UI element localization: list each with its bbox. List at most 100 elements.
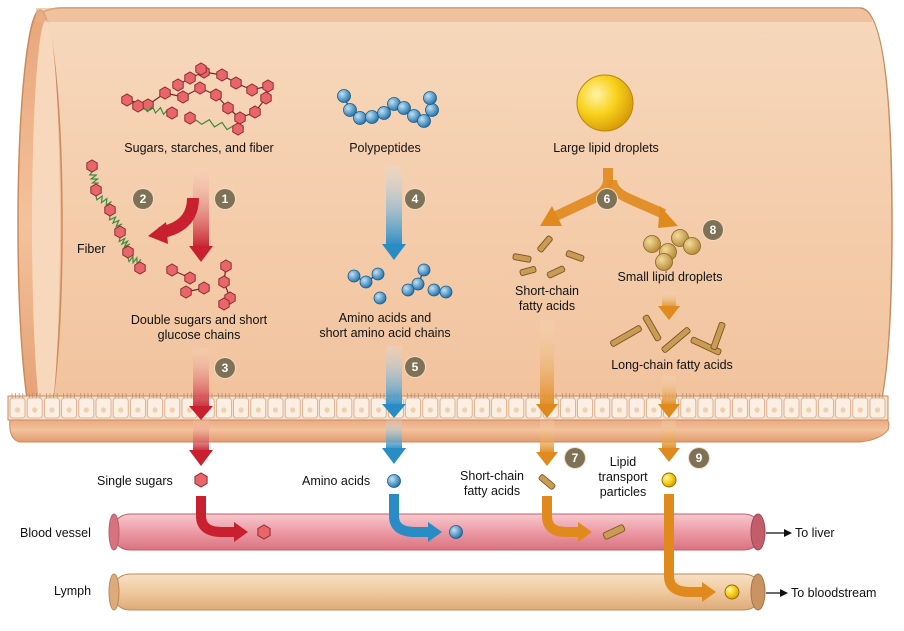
glucose-hex [184,271,196,285]
starch-hex [177,90,189,104]
villus-nucleus [49,407,55,413]
lymph-vessel [108,573,766,611]
amino-bead [417,114,431,128]
long-chain-rod [690,336,722,356]
starch-hex [121,93,133,107]
villus-nucleus [221,407,227,413]
short-chain-rod [565,250,585,262]
fiber-hex [134,261,146,275]
long-chain-rod [610,325,642,347]
lipid-arrow-into-lymph [664,494,716,602]
villus-nucleus [255,407,261,413]
fiber-link [95,194,112,207]
small-lipid-droplet [683,237,701,255]
label-small-lipid-droplets: Small lipid droplets [617,270,723,284]
villus-nucleus [410,407,416,413]
starch-hex [249,105,261,119]
villus-nucleus [720,407,726,413]
glucose-hex [198,281,210,295]
amino-bead [371,267,385,281]
blood-amino-bead [449,525,463,539]
villus-nucleus [840,407,846,413]
glucose-hex [218,275,230,289]
step-badge-7: 7 [565,448,585,468]
starch-hex [246,83,258,97]
villus-nucleus [32,407,38,413]
villus-nucleus [100,407,107,413]
label-amino-acid-chains-line2: short amino acid chains [319,326,451,340]
amino-bead [347,269,361,283]
to-liver-arrow [766,529,792,537]
label-large-lipid-droplets: Large lipid droplets [553,141,659,155]
label-double-sugars-line1: Double sugars and short [130,313,268,327]
label-amino-acids: Amino acids [302,474,371,488]
label-polypeptides: Polypeptides [349,141,421,155]
label-to-bloodstream: To bloodstream [791,586,877,600]
villus-nucleus [823,407,829,413]
villus-nucleus [685,407,691,413]
fiber-hex [122,245,134,259]
intestinal-lining [7,393,889,421]
villus-nucleus [66,407,72,413]
amino-bead [401,283,415,297]
label-short-chain-bottom-line1: Short-chain [460,469,524,483]
starch-hex [262,79,274,93]
villus-nucleus [582,407,588,413]
protein-arrow-into-blood [389,494,442,542]
step-badge-1: 1 [215,189,235,209]
label-double-sugars-line2: glucose chains [157,328,241,342]
starch-hex [234,111,246,125]
villus-nucleus [513,407,519,413]
villus-nucleus [634,407,640,413]
villus-nucleus [83,407,89,413]
label-double-sugars: Double sugars and short glucose chains [131,313,267,343]
carb-arrow-2-fiber [148,197,199,244]
amino-bead [365,110,379,124]
starch-hex [184,71,196,85]
glucose-hex [218,297,230,311]
fiber-hex [132,99,144,113]
fiber-hex [86,159,98,173]
amino-bead [411,277,425,291]
molecules [86,62,740,600]
lipid-arrow-short-chain-into-blood [542,496,592,542]
small-lipid-droplet [643,235,661,253]
villus-nucleus [358,407,365,413]
glucose-hex [220,259,232,273]
label-single-sugars: Single sugars [97,474,173,488]
short-chain-rod [546,265,566,279]
villus-nucleus [530,407,537,413]
small-lipid-droplet [655,253,673,271]
step-badge-8: 8 [703,220,723,240]
label-lymph: Lymph [54,584,92,598]
glucose-hex [166,263,178,277]
amino-bead [337,89,351,103]
fiber-link [195,118,235,131]
short-chain-rod-bottom [538,474,556,490]
protein-arrow-4 [382,166,406,260]
villus-nucleus [771,407,777,413]
large-lipid-droplet [576,74,634,132]
fiber-hex [166,106,178,120]
villus-nucleus [238,407,244,413]
fiber-hex [90,183,102,197]
fiber-hex [104,203,116,217]
carb-arrow-3 [189,348,213,466]
amino-bead [423,91,437,105]
lipid-arrow-9 [658,376,680,462]
long-chain-rod [661,327,691,353]
amino-bead [377,106,391,120]
villus-nucleus [444,407,451,413]
amino-bead [427,283,441,297]
villus-nucleus [565,407,571,413]
amino-bead [439,285,453,299]
long-chain-rod [642,314,662,342]
villus-nucleus [341,407,347,413]
villus-nucleus [427,407,433,413]
villus-nucleus [290,407,296,413]
step-badge-5: 5 [405,357,425,377]
single-sugar-hex [194,472,208,488]
amino-bead [425,103,439,117]
amino-bead [353,111,367,125]
